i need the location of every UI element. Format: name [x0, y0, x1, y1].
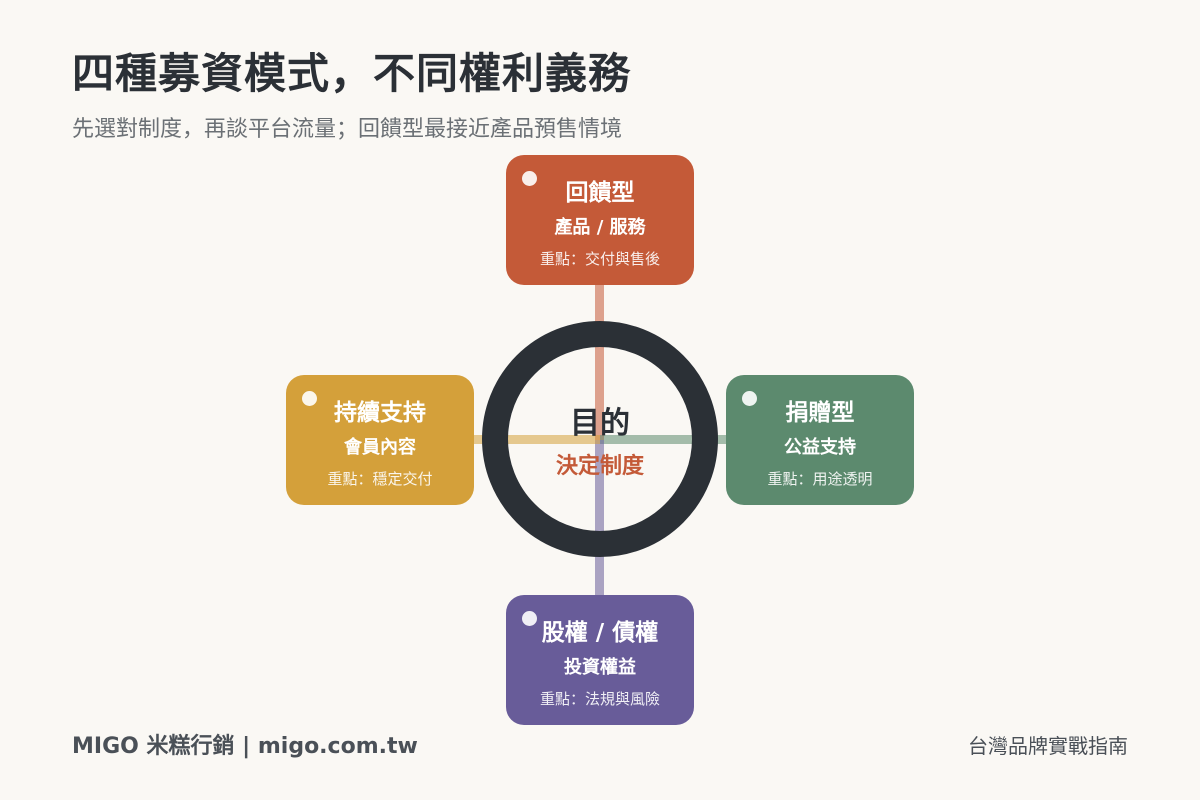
card-dot-icon: [522, 611, 537, 626]
card-dot-icon: [522, 171, 537, 186]
card-donation: 捐贈型 公益支持 重點：用途透明: [726, 375, 914, 505]
card-subscription: 持續支持 會員內容 重點：穩定交付: [286, 375, 474, 505]
footer-guide: 台灣品牌實戰指南: [968, 734, 1128, 758]
card-name: 股權 / 債權: [541, 620, 659, 646]
card-desc: 產品 / 服務: [554, 217, 646, 238]
card-equity: 股權 / 債權 投資權益 重點：法規與風險: [506, 595, 694, 725]
page-subtitle: 先選對制度，再談平台流量；回饋型最接近產品預售情境: [72, 117, 623, 142]
card-dot-icon: [302, 391, 317, 406]
card-note: 重點：法規與風險: [539, 690, 660, 708]
card-desc: 會員內容: [344, 437, 416, 458]
hub-subtitle: 決定制度: [555, 454, 644, 479]
card-name: 捐贈型: [785, 400, 855, 426]
card-desc: 投資權益: [564, 657, 636, 678]
page-title: 四種募資模式，不同權利義務: [72, 49, 632, 98]
card-note: 重點：穩定交付: [327, 470, 433, 488]
card-note: 重點：用途透明: [767, 470, 873, 488]
card-note: 重點：交付與售後: [539, 250, 660, 268]
card-name: 回饋型: [565, 180, 635, 206]
footer-brand: MIGO 米糕行銷 | migo.com.tw: [72, 734, 418, 759]
card-desc: 公益支持: [784, 437, 856, 458]
hub-title: 目的: [570, 406, 630, 441]
card-reward: 回饋型 產品 / 服務 重點：交付與售後: [506, 155, 694, 285]
card-dot-icon: [742, 391, 757, 406]
card-name: 持續支持: [334, 400, 426, 426]
